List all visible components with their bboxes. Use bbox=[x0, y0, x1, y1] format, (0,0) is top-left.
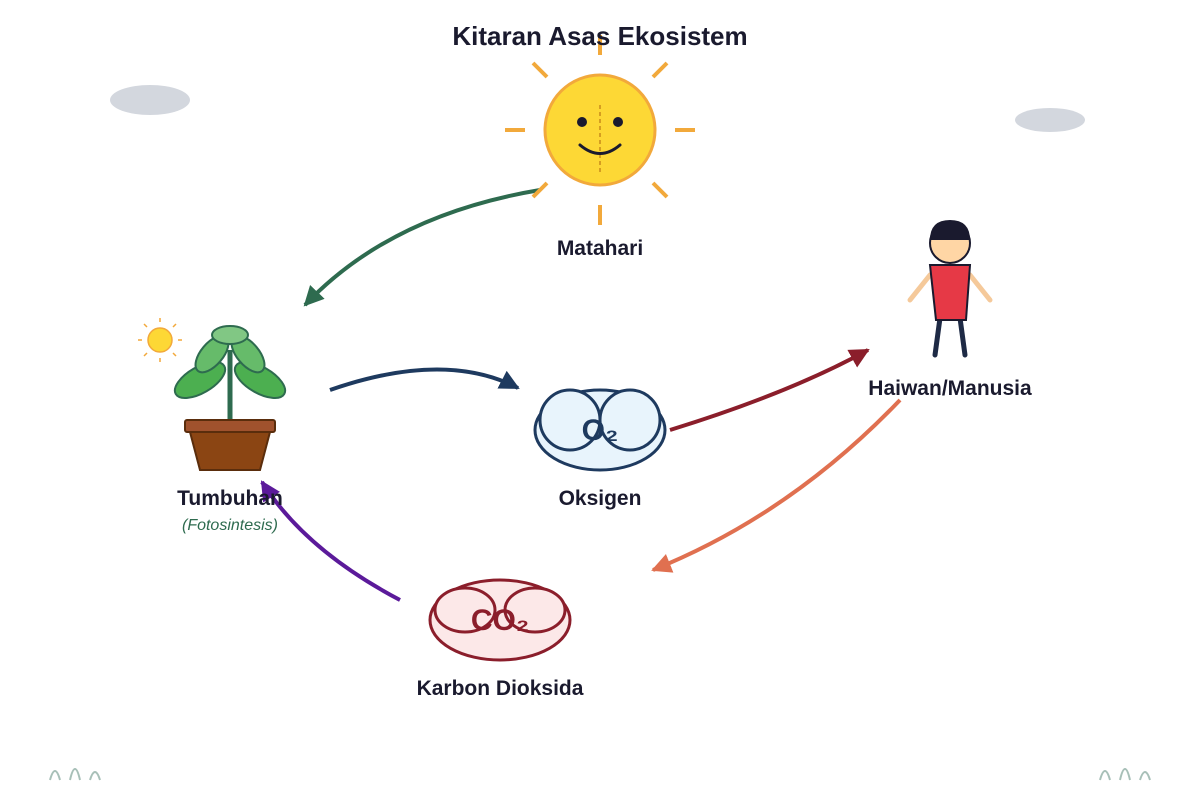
oxygen-cloud: O₂ bbox=[533, 388, 667, 472]
co2-cloud: CO₂ bbox=[428, 578, 572, 662]
small-sun-icon bbox=[138, 318, 182, 362]
grass-decoration-right bbox=[1099, 768, 1151, 781]
oxygen-formula: O₂ bbox=[582, 414, 619, 447]
diagram-title: Kitaran Asas Ekosistem bbox=[452, 21, 747, 51]
plant-sublabel: (Fotosintesis) bbox=[182, 517, 278, 534]
arrow-oxygen-to-human bbox=[669, 348, 870, 432]
arrow-co2-to-plant bbox=[260, 480, 401, 602]
arrow-plant-to-oxygen bbox=[329, 367, 520, 392]
potted-plant-icon bbox=[173, 325, 287, 471]
cloud-decoration-right bbox=[1015, 108, 1085, 132]
grass-decoration-left bbox=[49, 768, 101, 781]
co2-formula: CO₂ bbox=[471, 604, 529, 637]
human-icon bbox=[907, 220, 993, 358]
arrow-sun-to-plant bbox=[303, 188, 541, 307]
sun-icon bbox=[505, 35, 695, 225]
cloud-decoration-left bbox=[110, 85, 190, 115]
sun-label: Matahari bbox=[557, 237, 643, 260]
co2-label: Karbon Dioksida bbox=[417, 677, 584, 700]
human-label: Haiwan/Manusia bbox=[868, 377, 1032, 400]
plant-label: Tumbuhan bbox=[177, 487, 283, 510]
oxygen-label: Oksigen bbox=[559, 487, 642, 510]
arrow-human-to-co2 bbox=[651, 398, 902, 573]
